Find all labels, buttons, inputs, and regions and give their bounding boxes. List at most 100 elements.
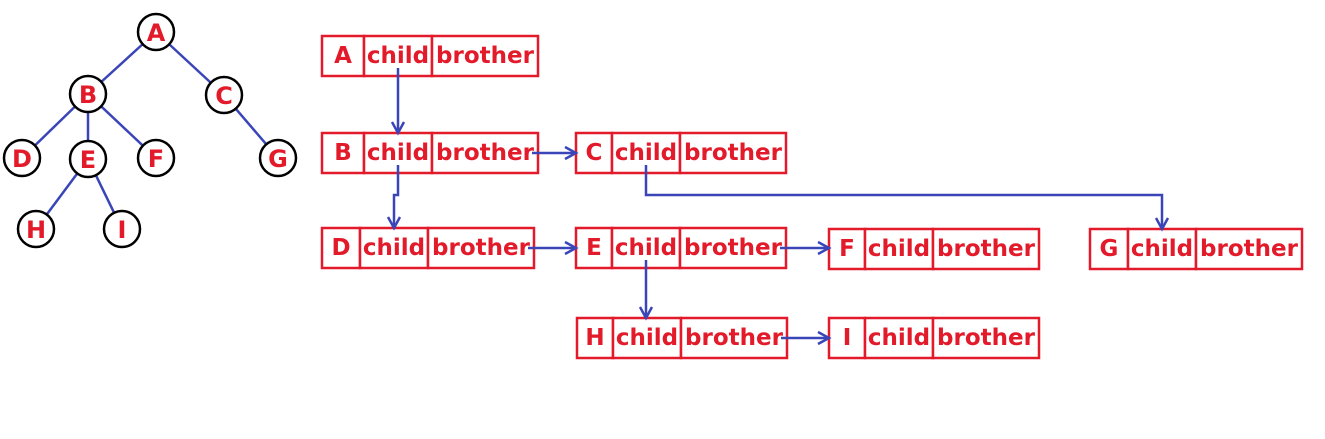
tree-node-A: A <box>136 12 176 52</box>
record-child-cell <box>358 226 430 270</box>
tree-node-E: E <box>68 139 108 179</box>
tree-node-circle <box>136 12 176 52</box>
record-brother-cell <box>931 227 1041 271</box>
pointer-arrowhead <box>564 145 579 161</box>
pointer-H-brother-I <box>781 330 832 346</box>
record-brother-cell-label: brother <box>937 236 1036 262</box>
tree-edge-A-C <box>168 43 212 84</box>
record-name-cell <box>827 316 867 360</box>
tree-node-circle <box>68 74 108 114</box>
pointer-A-child-B <box>390 68 406 136</box>
record-child-cell-label: child <box>367 140 429 166</box>
record-brother-cell <box>430 131 540 175</box>
record-child-cell-label: child <box>616 325 678 351</box>
tree-edge-B-F <box>100 105 144 147</box>
tree-diagram: A B C D E F G H I <box>2 12 298 249</box>
tree-node-label: E <box>80 146 96 174</box>
pointer-line <box>644 165 1164 229</box>
tree-edge-E-H <box>45 172 79 216</box>
pointer-D-brother-E <box>528 240 579 256</box>
record-brother-cell-label: brother <box>1200 236 1299 262</box>
pointer-C-child-G <box>644 165 1170 232</box>
tree-node-D: D <box>2 138 42 178</box>
record-child-cell-label: child <box>1131 236 1193 262</box>
tree-edge-C-G <box>234 107 268 146</box>
tree-node-circle <box>204 75 244 115</box>
pointer-B-brother-C <box>532 145 579 161</box>
pointer-line <box>392 165 400 228</box>
record-child-cell-label: child <box>868 236 930 262</box>
tree-node-G: G <box>258 138 298 178</box>
pointer-arrowhead <box>817 240 832 256</box>
tree-node-circle <box>16 209 56 249</box>
tree-node-label: F <box>148 145 164 173</box>
record-brother-cell-label: brother <box>436 43 535 69</box>
tree-node-label: D <box>12 145 32 173</box>
record-name-cell <box>320 34 366 78</box>
tree-node-circle <box>258 138 298 178</box>
pointer-arrowhead <box>817 330 832 346</box>
record-name-cell-label: E <box>586 235 602 261</box>
tree-node-F: F <box>136 138 176 178</box>
record-child-cell-label: child <box>367 43 429 69</box>
pointer-E-child-H <box>638 260 654 321</box>
tree-node-I: I <box>102 209 142 249</box>
pointer-arrowhead <box>1154 217 1170 232</box>
record-name-cell-label: D <box>331 235 350 261</box>
record-child-cell-label: child <box>615 140 677 166</box>
tree-node-label: C <box>215 82 233 110</box>
record-brother-cell <box>430 34 540 78</box>
pointer-arrows <box>386 68 1170 346</box>
record-name-cell-label: G <box>1100 236 1119 262</box>
tree-edge-B-D <box>34 105 76 147</box>
record-name-cell <box>320 226 362 270</box>
record-brother-cell-label: brother <box>684 235 783 261</box>
record-child-cell <box>863 316 935 360</box>
tree-node-circle <box>68 139 108 179</box>
record-name-cell-label: C <box>586 140 603 166</box>
record-child-cell <box>1126 227 1198 271</box>
pointer-arrowhead <box>386 216 402 231</box>
tree-node-C: C <box>204 75 244 115</box>
tree-node-label: B <box>79 81 97 109</box>
record-brother-cell <box>679 316 789 360</box>
record-child-cell-label: child <box>868 325 930 351</box>
tree-node-label: A <box>147 19 166 47</box>
tree-node-circle <box>2 138 42 178</box>
record-name-cell-label: B <box>334 140 352 166</box>
tree-edge-A-B <box>100 43 144 83</box>
tree-edge-E-I <box>94 174 116 214</box>
record-brother-cell-label: brother <box>937 325 1036 351</box>
record-name-cell-label: I <box>843 325 852 351</box>
record-brother-cell <box>931 316 1041 360</box>
pointer-B-child-D <box>386 165 402 231</box>
pointer-E-brother-F <box>780 240 832 256</box>
tree-node-B: B <box>68 74 108 114</box>
tree-node-H: H <box>16 209 56 249</box>
record-brother-cell <box>678 131 788 175</box>
tree-node-label: I <box>118 216 127 244</box>
record-brother-cell-label: brother <box>685 325 784 351</box>
record-name-cell-label: F <box>839 236 855 262</box>
record-brother-cell <box>1194 227 1304 271</box>
tree-node-circle <box>136 138 176 178</box>
record-brother-cell-label: brother <box>436 140 535 166</box>
pointer-arrowhead <box>390 121 406 136</box>
record-brother-cell-label: brother <box>684 140 783 166</box>
tree-node-circle <box>102 209 142 249</box>
record-name-cell-label: H <box>585 325 604 351</box>
record-name-cell-label: A <box>334 43 352 69</box>
tree-node-label: H <box>26 216 46 244</box>
record-brother-cell-label: brother <box>432 235 531 261</box>
record-child-cell <box>863 227 935 271</box>
